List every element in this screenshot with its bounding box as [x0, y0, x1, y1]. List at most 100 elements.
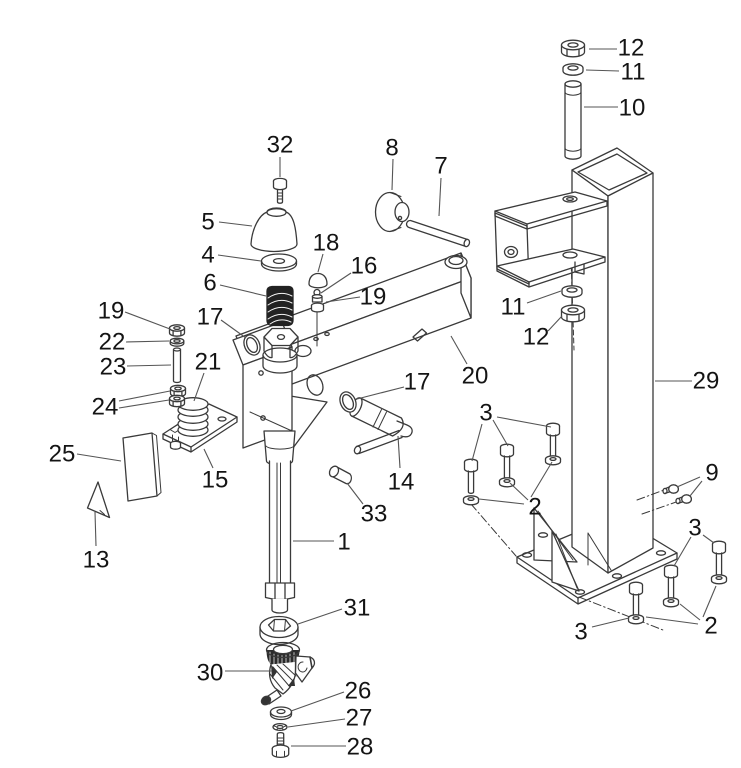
part-23-pin: [172, 347, 182, 384]
leader-line-part-27: [287, 718, 346, 728]
part-9-screw: [662, 484, 679, 495]
part-3-bolt: [545, 422, 561, 458]
leader-line-part-3: [591, 617, 630, 628]
callout-label-part-20: 20: [462, 362, 489, 389]
callout-label-part-17: 17: [404, 368, 431, 395]
leader-line-part-2: [702, 585, 717, 618]
part-6-spring: [266, 285, 294, 327]
part-2-washer: [627, 614, 645, 625]
callout-label-part-3: 3: [479, 399, 492, 426]
part-8-knob: [374, 191, 410, 233]
leader-line-part-16: [320, 272, 352, 294]
leader-line-part-33: [346, 482, 364, 505]
callout-label-part-4: 4: [201, 241, 214, 268]
callout-label-part-2: 2: [528, 493, 541, 520]
part-22-washer: [169, 337, 185, 347]
part-3-bolt: [463, 458, 479, 494]
part-5-cap: [250, 207, 298, 253]
part-17-oring-right: [339, 391, 357, 413]
part-spindle-boss: [262, 327, 299, 374]
callout-label-part-3: 3: [688, 514, 701, 541]
callout-label-part-19: 19: [98, 297, 125, 324]
part-26-washer: [269, 706, 293, 721]
callout-label-part-21: 21: [195, 348, 222, 375]
leader-line-part-3: [471, 423, 483, 462]
callout-label-part-24: 24: [92, 393, 119, 420]
part-11-washer-top: [562, 63, 584, 76]
callout-label-part-11: 11: [501, 293, 526, 320]
leader-line-part-21: [193, 372, 205, 402]
part-9-screw: [675, 494, 692, 505]
part-21-spring: [177, 397, 209, 437]
callout-label-part-16: 16: [351, 252, 378, 279]
part-16-19-fitting: [310, 288, 325, 347]
callout-label-part-33: 33: [361, 500, 388, 527]
part-3-bolt: [499, 443, 515, 479]
leader-line-part-19: [325, 296, 361, 303]
leader-line-part-2: [645, 616, 699, 625]
leader-line-part-25: [76, 453, 122, 462]
callout-label-part-28: 28: [347, 733, 374, 760]
part-13-wedge: [86, 481, 111, 519]
callout-label-part-30: 30: [197, 659, 224, 686]
part-18-cap: [308, 272, 328, 289]
callout-label-part-25: 25: [49, 440, 76, 467]
callout-label-part-22: 22: [99, 328, 126, 355]
part-column-bracket: [494, 191, 608, 351]
leader-line-part-4: [217, 254, 262, 262]
part-30-knuckle: [260, 641, 316, 706]
callout-label-part-13: 13: [83, 546, 110, 573]
part-25-plate: [122, 432, 162, 502]
callout-label-part-2: 2: [704, 612, 717, 639]
part-11-washer-mid: [561, 285, 583, 298]
leader-line-part-14: [397, 435, 401, 469]
part-33-pin: [328, 465, 352, 485]
leader-lines: [76, 48, 717, 747]
column-gussets: [533, 507, 612, 592]
leader-line-part-8: [391, 158, 394, 191]
part-14-handle: [349, 397, 413, 455]
leader-line-part-3: [673, 536, 692, 567]
part-31-bushing: [259, 615, 299, 646]
leader-line-part-6: [219, 284, 267, 297]
callout-label-part-7: 7: [434, 152, 447, 179]
part-19-nut-left: [168, 324, 186, 337]
callout-label-part-12: 12: [523, 323, 550, 350]
callout-label-part-26: 26: [345, 677, 372, 704]
callout-label-part-8: 8: [385, 134, 398, 161]
leader-line-part-24: [118, 399, 170, 409]
callout-label-part-14: 14: [388, 468, 415, 495]
callout-label-part-29: 29: [693, 367, 720, 394]
part-17-oring-left: [243, 334, 261, 356]
leader-line-part-2: [679, 603, 701, 621]
leader-line-part-18: [317, 253, 324, 273]
callout-label-part-12: 12: [618, 34, 645, 61]
callout-label-part-9: 9: [705, 459, 718, 486]
part-2-washer: [544, 455, 562, 466]
leader-line-part-3: [492, 419, 509, 447]
leader-line-part-24: [118, 390, 171, 402]
part-3-bolt: [711, 540, 727, 576]
leader-line-part-5: [218, 221, 253, 227]
leader-line-part-26: [290, 691, 345, 712]
callout-label-part-27: 27: [346, 704, 373, 731]
leader-line-part-17: [220, 319, 247, 339]
leader-line-part-23: [126, 364, 172, 367]
callout-label-part-3: 3: [574, 618, 587, 645]
leader-line-part-12: [547, 315, 563, 332]
part-3-bolt: [628, 581, 644, 617]
part-7-pin: [405, 219, 471, 248]
leader-line-part-3: [496, 416, 552, 428]
part-2-washer: [462, 495, 480, 506]
leader-line-part-2: [530, 461, 553, 498]
part-29-column: [571, 147, 654, 574]
part-10-pin: [564, 80, 582, 160]
part-3-bolt: [663, 564, 679, 600]
part-4-washer: [260, 253, 298, 272]
leader-line-part-9: [676, 476, 701, 488]
leader-line-part-11: [585, 69, 620, 72]
base-plate-holes: [521, 532, 667, 595]
